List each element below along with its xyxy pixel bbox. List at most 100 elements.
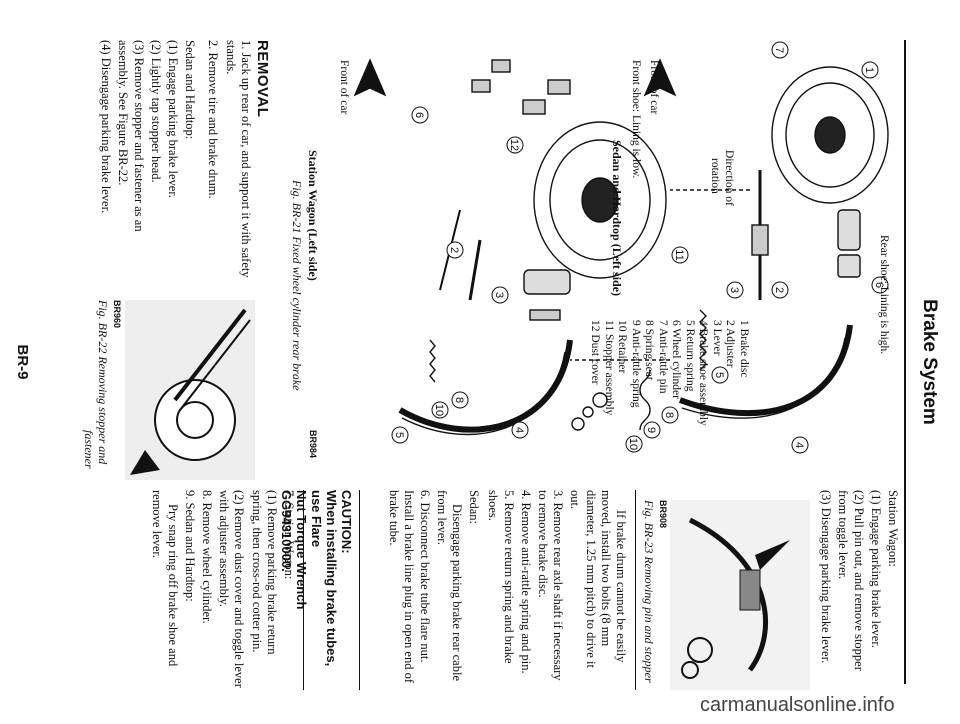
wagon-heading: Station Wagon: — [886, 490, 900, 567]
wheel-cylinder — [837, 209, 861, 251]
rear-shoe-label: Rear shoe: Lining is high. — [878, 235, 890, 355]
figure-22-caption-1: Fig. BR-22 Removing stopper and — [96, 300, 110, 465]
part-item: 7 Anti-rattle pin — [657, 320, 669, 394]
part-item: 11 Stopper assembly — [603, 320, 615, 416]
wagon7-substep-2: (2) Remove dust cover and toggle lever w… — [217, 490, 247, 688]
figure-22-photo — [125, 300, 255, 480]
front-of-car-label-1: Front of car — [648, 60, 660, 115]
wagon-step-1: (1) Engage parking brake lever. — [868, 490, 883, 648]
svg-text:8: 8 — [453, 397, 465, 403]
sedan-text: Disengage parking brake rear cable from … — [434, 490, 464, 681]
page-number: BR-9 — [14, 344, 31, 380]
figure-23-code: BR908 — [658, 500, 668, 529]
arrow-icon — [130, 450, 160, 475]
direction-label-2: rotation — [709, 158, 721, 194]
caution-rule-top — [359, 490, 360, 690]
figure-21-code: BR984 — [308, 430, 318, 459]
removal-heading: REMOVAL — [254, 40, 271, 118]
sedan-substep-2: (2) Lightly tap stopper head. — [148, 40, 163, 183]
drum-note: If brake drum cannot be easily moved, in… — [568, 490, 628, 668]
svg-text:2: 2 — [448, 247, 460, 253]
sedan-hardtop-heading: Sedan and Hardtop: — [183, 40, 198, 140]
part-item: 8 Spring seat — [643, 320, 656, 381]
backing-plate-wagon — [533, 121, 667, 279]
svg-text:5: 5 — [713, 372, 725, 378]
svg-text:5: 5 — [393, 432, 405, 438]
removal-step-9-text: Pry snap ring off brake shoe and remove … — [150, 490, 180, 667]
figure-23-photo — [670, 500, 810, 690]
front-shoe-label: Front shoe: Lining is low. — [630, 60, 642, 179]
right-column-top: Station Wagon: (1) Engage parking brake … — [816, 490, 900, 690]
page-header: Brake System — [904, 40, 952, 684]
sedan-substep-3: (3) Remove stopper and fastener as an as… — [116, 40, 146, 232]
svg-text:11: 11 — [673, 249, 685, 260]
svg-text:7: 7 — [773, 47, 785, 53]
brake-shoe-sedan — [678, 324, 853, 417]
sedan-hardtop-label: Sedan and Hardtop (Left side) — [610, 140, 624, 297]
removal-step-8: 8. Remove wheel cylinder. — [199, 490, 214, 624]
svg-text:4: 4 — [513, 427, 525, 433]
sedan-substep-4: (4) Disengage parking brake lever. — [99, 40, 114, 214]
removal-step-7: 7. Station Wagon: — [282, 490, 296, 580]
part-item: 2 Adjuster — [724, 320, 737, 368]
part-item: 5 Return spring — [684, 320, 696, 392]
removal-step-9: 9. Sedan and Hardtop: — [182, 490, 197, 602]
front-of-car-arrow-2 — [353, 58, 387, 97]
callout-numbers: 1 2 3 4 5 6 7 8 9 10 11 12 4 5 3 2 6 8 1… — [391, 41, 889, 454]
arrow-icon — [755, 540, 790, 570]
svg-text:10: 10 — [627, 438, 639, 450]
removal-section: REMOVAL 1. Jack up rear of car, and supp… — [96, 40, 271, 280]
figure-22-caption-2: fastener — [82, 430, 96, 469]
svg-text:8: 8 — [663, 412, 675, 418]
part-item: 9 Anti-rattle spring — [630, 320, 642, 408]
part-item: 12 Dust cover — [589, 320, 602, 385]
caution-line-1: When installing brake tubes, use Flare — [309, 490, 339, 667]
figure-23-caption: Fig. BR-23 Removing pin and stopper — [642, 500, 656, 683]
right-column-body: If brake drum cannot be easily moved, in… — [384, 490, 628, 690]
removal-step-2: 2. Remove tire and brake drum. — [206, 40, 221, 199]
removal-step-3: 3. Remove rear axle shaft if necessary t… — [535, 490, 566, 681]
svg-text:3: 3 — [493, 292, 505, 298]
divider — [635, 490, 636, 690]
sedan-heading: Sedan: — [467, 490, 482, 525]
wagon7-substep-1: (1) Remove parking brake return spring, … — [249, 490, 279, 655]
station-wagon-label: Station Wagon (Left side) — [306, 150, 320, 281]
svg-text:12: 12 — [508, 139, 520, 151]
callout-1: 1 — [863, 67, 875, 73]
part-item: 1 Brake disc — [738, 320, 750, 378]
caution-rule-bottom — [303, 490, 304, 690]
svg-text:4: 4 — [793, 442, 805, 448]
svg-text:6: 6 — [413, 112, 425, 118]
svg-text:10: 10 — [433, 404, 445, 416]
removal-step-1: 1. Jack up rear of car, and support it w… — [223, 40, 253, 278]
caution-title: CAUTION: — [339, 490, 354, 554]
figure-22-code: BR960 — [112, 300, 122, 329]
front-of-car-label-2: Front of car — [338, 60, 350, 115]
svg-text:3: 3 — [728, 287, 740, 293]
wagon-step-3: (3) Disengage parking brake lever. — [819, 490, 834, 664]
brake-exploded-diagram: 1 2 3 4 5 6 7 8 9 10 11 12 4 5 3 2 6 8 1… — [353, 41, 889, 454]
part-item: 3 Lever — [711, 320, 723, 356]
svg-text:9: 9 — [645, 427, 657, 433]
part-item: 10 Retainer — [616, 320, 629, 374]
direction-label-1: Direction of — [723, 150, 735, 206]
page-title: Brake System — [919, 299, 940, 425]
svg-text:6: 6 — [873, 282, 885, 288]
svg-text:2: 2 — [773, 287, 785, 293]
sedan-substep-1: (1) Engage parking brake lever. — [165, 40, 180, 198]
watermark: carmanualsonline.info — [700, 694, 895, 716]
brake-shoe-wagon — [398, 339, 573, 433]
figure-21-caption: Fig. BR-21 Fixed wheel cylinder rear bra… — [290, 180, 304, 391]
return-spring — [699, 309, 707, 371]
removal-step-6: 6. Disconnect brake tube flare nut. Inst… — [387, 490, 432, 683]
removal-step-4: 4. Remove anti-rattle spring and pin. — [518, 490, 533, 674]
part-item: 6 Wheel cylinder — [670, 320, 683, 399]
removal-step-5: 5. Remove return spring and brake shoes. — [486, 490, 516, 664]
backing-plate-sedan — [771, 66, 889, 204]
part-item: 4 Brake shoe assembly — [697, 320, 710, 426]
wagon-step-2: (2) Pull pin out, and remove stopper fro… — [836, 490, 866, 671]
front-of-car-arrow-1 — [643, 58, 677, 97]
parts-list: 1 Brake disc 2 Adjuster 3 Lever 4 Brake … — [588, 320, 751, 480]
